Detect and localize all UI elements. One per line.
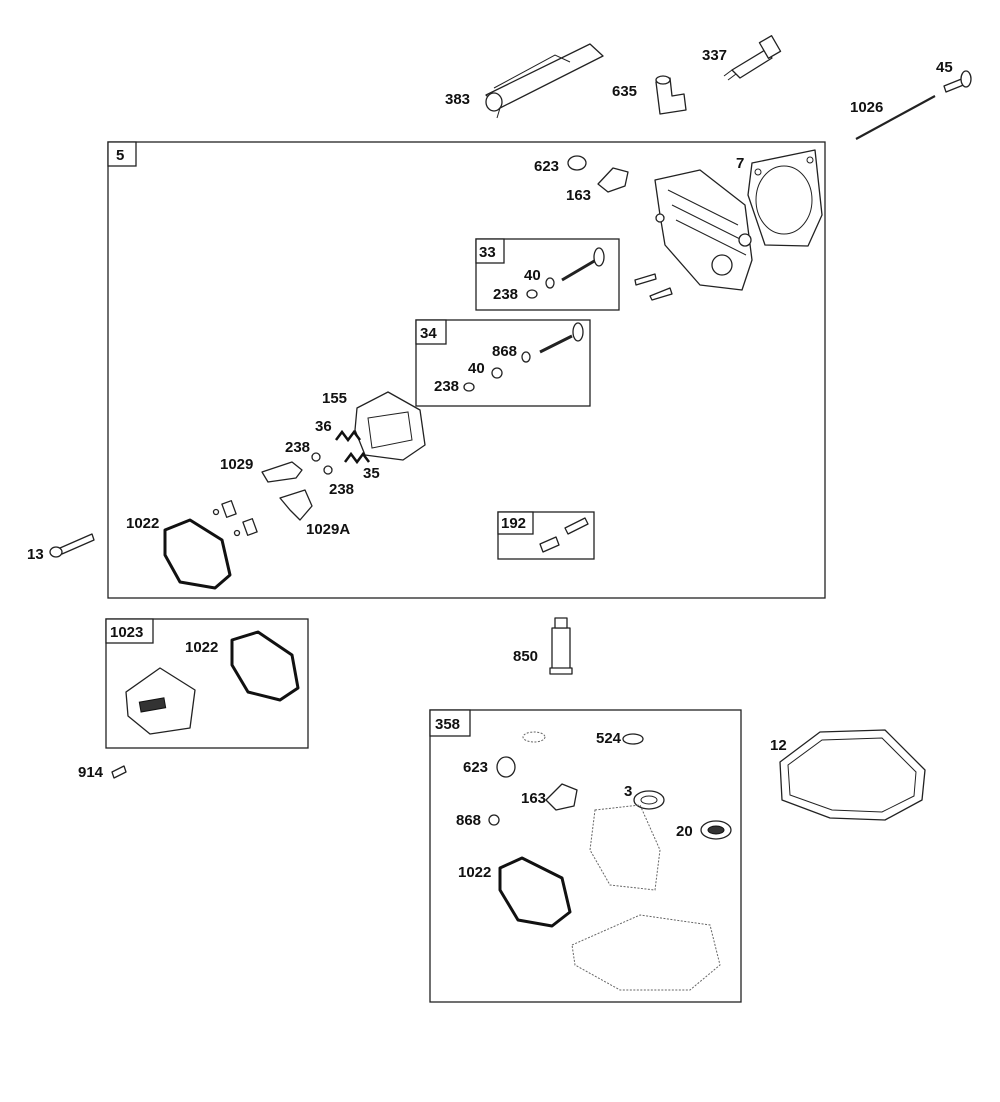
rocker-1029-drawing: [261, 461, 303, 483]
label-35: 35: [363, 465, 380, 482]
label-1022-kit1023: 1022: [185, 639, 218, 656]
kit-192-frame: 192: [497, 511, 595, 560]
label-383: 383: [445, 91, 470, 108]
kit-5-frame: 5: [107, 141, 826, 599]
adjuster-screws-drawing: [212, 500, 258, 537]
pushrod-1026-drawing: [855, 95, 936, 140]
head-studs-drawing: [634, 273, 673, 301]
label-1029A: 1029A: [306, 521, 350, 538]
label-155: 155: [322, 390, 347, 407]
label-40-kit34: 40: [468, 360, 485, 377]
rocker-1029A-drawing: [279, 489, 313, 521]
label-635: 635: [612, 83, 637, 100]
label-36: 36: [315, 418, 332, 435]
label-850: 850: [513, 648, 538, 665]
valve-33-drawing: [526, 247, 605, 299]
gasket-1022-kit358-drawing: [498, 856, 572, 928]
label-238-kit34: 238: [434, 378, 459, 395]
spark-plug-337-drawing: [723, 35, 782, 81]
ghost-head-gasket-drawing: [589, 804, 661, 891]
label-163-kit358: 163: [521, 790, 546, 807]
kit-1023-frame: 1023: [105, 618, 309, 749]
label-868-kit358: 868: [456, 812, 481, 829]
seal-20-drawing: [700, 820, 732, 840]
screw-914-drawing: [111, 765, 127, 779]
bolt-13-drawing: [49, 533, 95, 558]
valve-cover-1023-drawing: [125, 667, 196, 735]
label-1022-kit358: 1022: [458, 864, 491, 881]
label-7: 7: [736, 155, 744, 172]
label-1022-kit5: 1022: [126, 515, 159, 532]
label-238-upper: 238: [285, 439, 310, 456]
gasket-1022-kit5-drawing: [163, 518, 232, 590]
label-3: 3: [624, 783, 632, 800]
label-238-lower: 238: [329, 481, 354, 498]
sump-gasket-12-drawing: [779, 729, 926, 821]
tool-383-drawing: [485, 43, 604, 119]
label-20: 20: [676, 823, 693, 840]
spring-36-drawing: [335, 429, 361, 443]
label-623-kit358: 623: [463, 759, 488, 776]
breather-192-drawing: [539, 517, 589, 553]
kit-1023-label: 1023: [110, 624, 143, 641]
kit-34-frame: 34: [415, 319, 591, 407]
kit-358-label: 358: [435, 716, 460, 733]
seal-868-kit358-drawing: [488, 814, 500, 826]
keeper-238-drawing: [311, 452, 321, 462]
cylinder-head-drawing: [654, 169, 753, 291]
label-623-kit5: 623: [534, 158, 559, 175]
rocker-plate-155-drawing: [354, 391, 426, 461]
label-13: 13: [27, 546, 44, 563]
label-524: 524: [596, 730, 622, 747]
head-gasket-7-drawing: [747, 149, 823, 247]
label-163-kit5: 163: [566, 187, 591, 204]
gasket-163-kit358-drawing: [545, 783, 578, 811]
label-40-kit33: 40: [524, 267, 541, 284]
label-1029: 1029: [220, 456, 253, 473]
bolt-45-drawing: [943, 70, 972, 93]
kit-33-label: 33: [479, 244, 496, 261]
label-868-kit34: 868: [492, 343, 517, 360]
label-1026: 1026: [850, 99, 883, 116]
ghost-part-a-drawing: [522, 731, 546, 743]
oring-623-kit358-drawing: [496, 756, 516, 778]
kit-5-label: 5: [116, 147, 124, 164]
oring-623-drawing: [567, 155, 587, 171]
sealant-tube-850-drawing: [549, 617, 573, 675]
boot-635-drawing: [655, 75, 687, 115]
valve-34-drawing: [463, 322, 584, 392]
kit-358-frame: 358: [429, 709, 742, 1003]
kit-34-label: 34: [420, 325, 437, 342]
label-914: 914: [78, 764, 104, 781]
label-12: 12: [770, 737, 787, 754]
kit-33-frame: 33: [475, 238, 620, 311]
ghost-sump-gasket-drawing: [571, 914, 721, 991]
gasket-1022-kit1023-drawing: [230, 630, 300, 702]
label-238-kit33: 238: [493, 286, 518, 303]
seal-3-drawing: [633, 790, 665, 810]
keeper-238b-drawing: [323, 465, 333, 475]
part-labels: 383 337 635 45 1026 623 163 7 40 238 868…: [27, 47, 953, 881]
label-337: 337: [702, 47, 727, 64]
kit-192-label: 192: [501, 515, 526, 532]
spring-35-drawing: [344, 451, 370, 465]
gasket-163-drawing: [597, 167, 629, 193]
oring-524-drawing: [622, 733, 644, 745]
label-45: 45: [936, 59, 953, 76]
